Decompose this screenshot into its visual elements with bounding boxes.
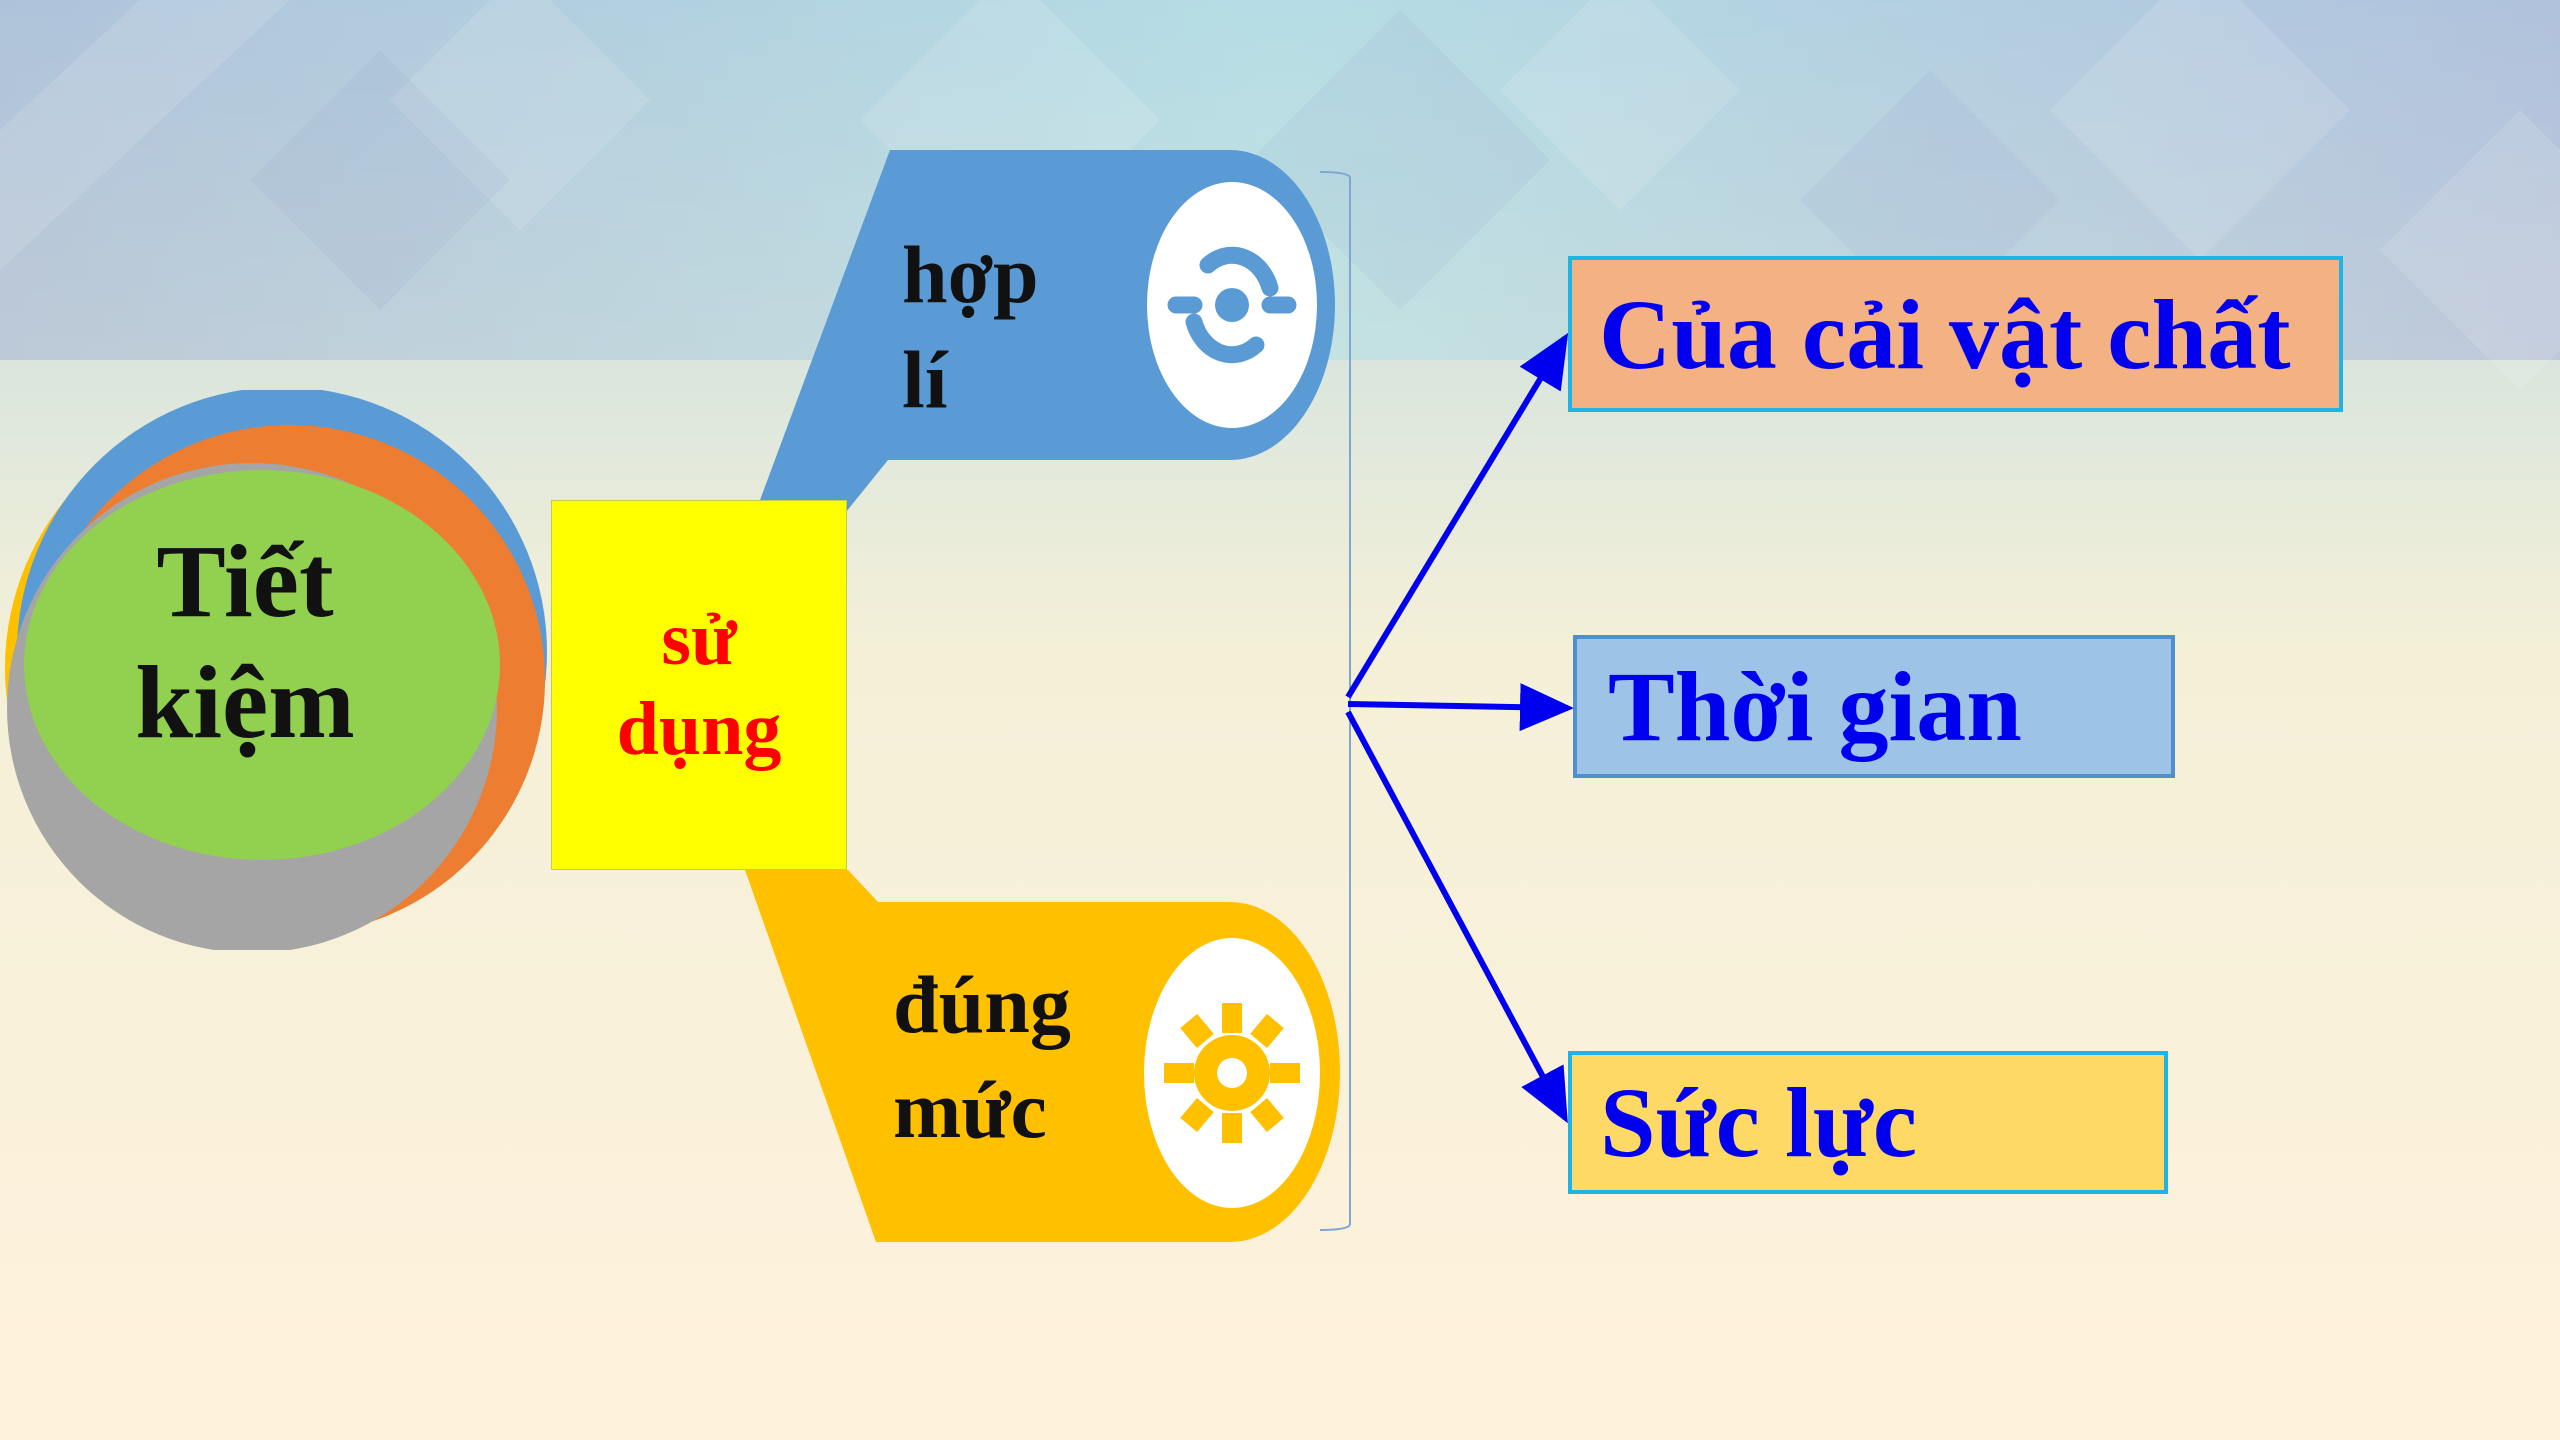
target-box-cua-cai-vat-chat: Của cải vật chất (1568, 256, 2343, 412)
target-label: Của cải vật chất (1599, 278, 2291, 390)
bracket (1319, 171, 1351, 1231)
center-circle-cluster (5, 390, 547, 950)
branch-hop-li-line1: hợp (902, 229, 1039, 320)
arrow-to-suc-luc (1345, 710, 1568, 1124)
connector-line1: sử (661, 597, 737, 682)
center-label-line1: Tiết (156, 524, 334, 639)
target-box-suc-luc: Sức lực (1568, 1051, 2168, 1194)
branch-dung-muc-line2: mức (893, 1063, 1047, 1155)
branch-hop-li-label: hợp lí (902, 223, 1039, 433)
center-label: Tiết kiệm (80, 522, 410, 763)
connector-box: sử dụng (551, 500, 847, 870)
branch-dung-muc-label: đúng mức (893, 953, 1071, 1163)
branch-dung-muc-line1: đúng (893, 959, 1071, 1050)
target-box-thoi-gian: Thời gian (1573, 635, 2175, 778)
branch-hop-li-line2: lí (902, 333, 948, 425)
center-label-line2: kiệm (135, 644, 355, 760)
connector-line2: dụng (616, 687, 782, 771)
sync-icon (1167, 246, 1297, 364)
arrow-to-cua-cai (1345, 332, 1569, 699)
target-label: Thời gian (1608, 651, 2022, 762)
arrow-to-thoi-gian (1347, 683, 1574, 732)
target-label: Sức lực (1600, 1067, 1918, 1178)
gear-icon (1164, 1003, 1300, 1143)
